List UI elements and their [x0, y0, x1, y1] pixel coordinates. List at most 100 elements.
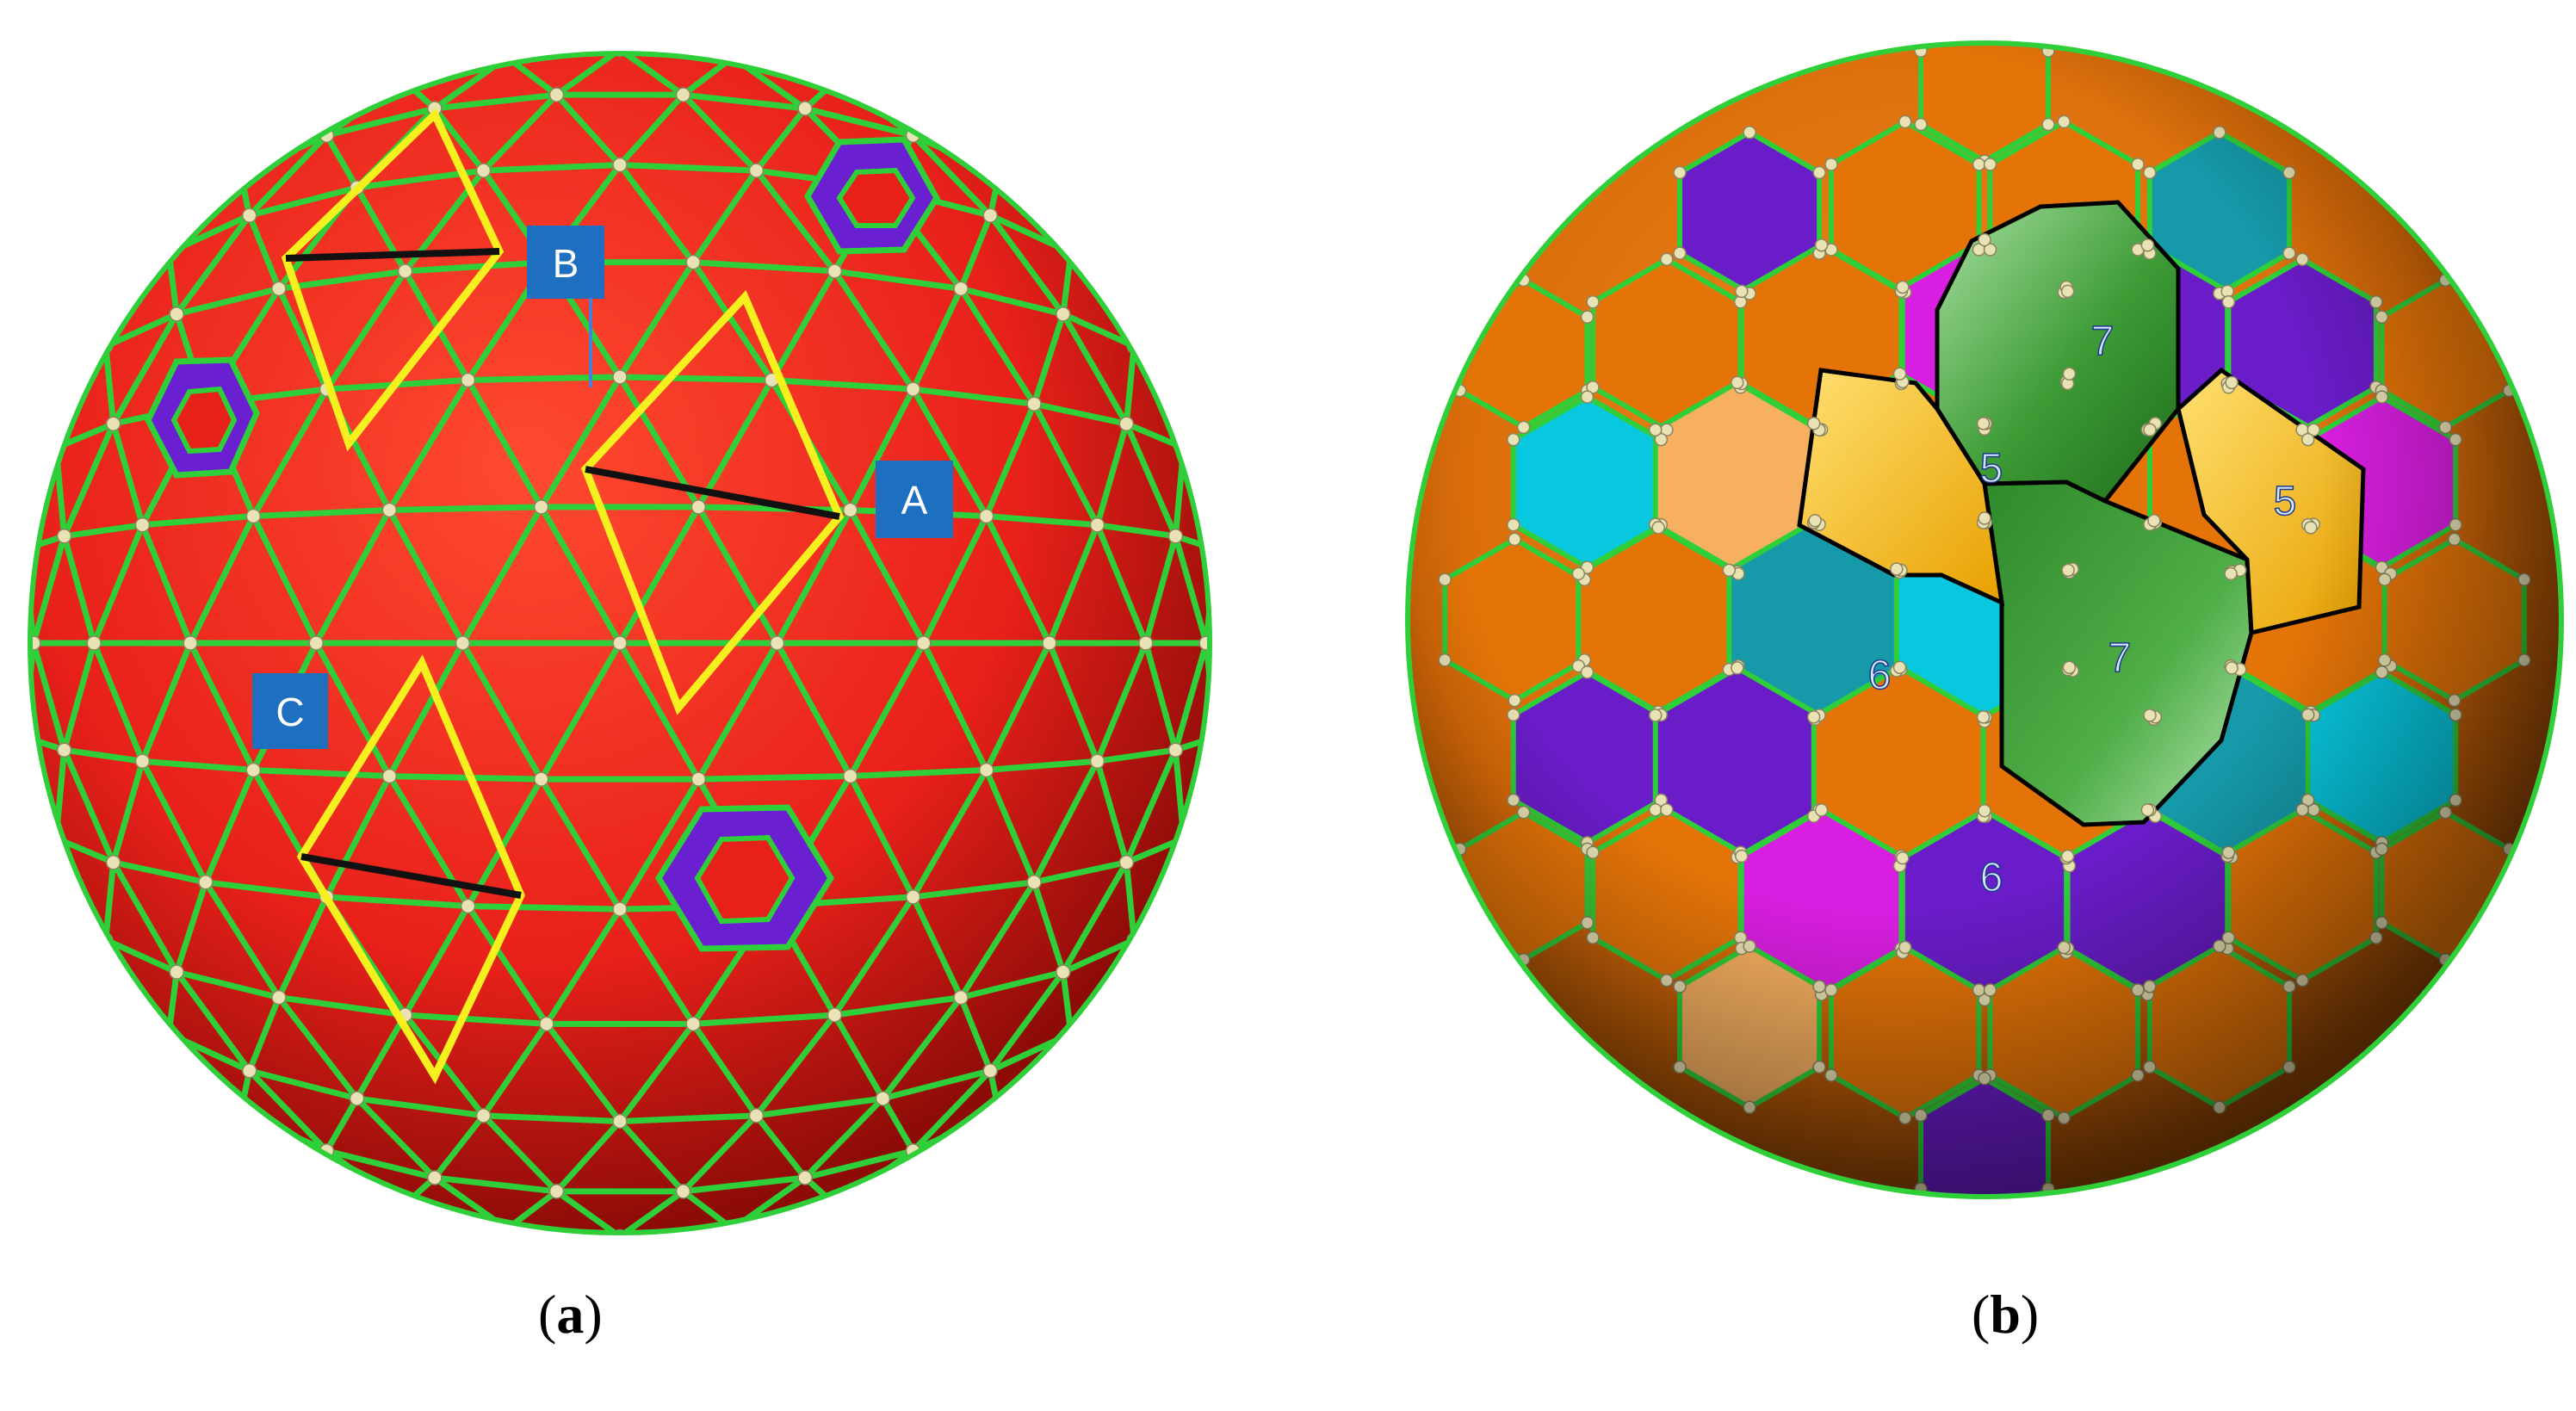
mesh-node	[953, 281, 969, 297]
mesh-node	[612, 369, 628, 385]
mesh-edge	[910, 895, 964, 999]
mesh-edge	[139, 759, 208, 884]
mesh-edge	[913, 879, 1035, 900]
mesh-edge	[402, 904, 471, 1017]
mesh-edge	[251, 387, 330, 518]
mesh-node	[797, 101, 813, 116]
mesh-edge	[460, 641, 544, 781]
mesh-edge	[432, 1113, 486, 1180]
mesh-node	[198, 875, 214, 890]
chord-c	[300, 853, 522, 899]
mesh-node	[271, 989, 287, 1006]
mesh-node	[1056, 306, 1071, 322]
mesh-edge	[325, 1148, 436, 1181]
mesh-node	[460, 372, 476, 388]
mesh-edge	[617, 777, 702, 911]
mesh-node	[381, 768, 398, 784]
rhombus-a	[580, 289, 845, 715]
mesh-edge	[142, 513, 254, 529]
mesh-edge	[619, 1112, 757, 1125]
mesh-node	[612, 901, 628, 917]
mesh-node	[455, 635, 471, 651]
mesh-edge	[880, 1097, 916, 1153]
mesh-edge	[957, 214, 994, 290]
mesh-edge	[480, 1022, 549, 1117]
mesh-edge	[1062, 937, 1136, 975]
mesh-edge	[64, 522, 143, 540]
mesh-node	[978, 762, 994, 778]
mesh-edge	[389, 504, 542, 513]
mesh-edge	[1094, 423, 1130, 526]
mesh-node	[1026, 875, 1042, 890]
mesh-edge	[483, 161, 621, 174]
mesh-edge	[276, 287, 330, 391]
mesh-edge	[538, 505, 623, 645]
mesh-edge	[389, 773, 542, 783]
mesh-edge	[247, 1068, 329, 1154]
mesh-node	[1167, 529, 1184, 544]
mesh-edge	[202, 769, 257, 884]
mesh-edge	[692, 259, 835, 275]
face-label-heptagon-bottom: 7	[2108, 635, 2132, 681]
mesh-edge	[110, 861, 180, 974]
mesh-edge	[1173, 535, 1210, 644]
mesh-node	[685, 254, 701, 270]
mesh-edge	[753, 106, 808, 173]
mesh-edge	[354, 1013, 408, 1100]
mesh-node	[916, 635, 932, 651]
mesh-node	[460, 898, 476, 914]
mesh-edge	[882, 1068, 992, 1102]
face-label-hexagon-orange: 6	[1980, 855, 2003, 900]
mesh-node	[169, 306, 184, 322]
mesh-edge	[1033, 859, 1128, 886]
mesh-edge	[174, 970, 252, 1073]
caption-a-close: )	[584, 1284, 603, 1345]
mesh-edge	[30, 642, 67, 752]
mesh-edge	[110, 313, 180, 425]
mesh-edge	[104, 311, 178, 350]
mesh-node	[271, 281, 287, 297]
mesh-node	[245, 508, 262, 524]
mesh-edge	[1124, 422, 1179, 538]
mesh-edge	[617, 53, 685, 97]
mesh-edge	[538, 777, 622, 911]
mesh-node	[982, 207, 998, 223]
mesh-node	[395, 1197, 412, 1214]
mesh-edge	[696, 505, 780, 645]
mesh-edge	[1031, 881, 1067, 974]
mesh-edge	[324, 269, 408, 392]
mesh-edge	[1046, 523, 1100, 645]
mesh-node	[548, 87, 565, 102]
mesh-edge	[957, 996, 994, 1073]
mesh-edge	[988, 214, 1066, 316]
mesh-edge	[356, 1095, 485, 1119]
mesh-node	[953, 989, 969, 1006]
mesh-edge	[1142, 642, 1179, 752]
mesh-edge	[61, 422, 116, 538]
mesh-node	[797, 1170, 813, 1185]
mesh-edge	[958, 880, 1037, 999]
mesh-edge	[139, 523, 194, 645]
mesh-node	[427, 1170, 443, 1185]
mesh-edge	[986, 758, 1098, 773]
mesh-edge	[681, 92, 759, 173]
mesh-edge	[833, 994, 962, 1018]
mesh-edge	[1046, 641, 1100, 763]
mesh-edge	[61, 642, 97, 752]
mesh-edge	[483, 1112, 621, 1125]
mesh-node	[842, 502, 858, 518]
mesh-edge	[619, 161, 757, 174]
mesh-edge	[405, 259, 548, 275]
sphere-b-outline	[1405, 40, 2564, 1199]
mesh-node	[30, 635, 41, 651]
marker-a-label: A	[901, 478, 928, 523]
mesh-edge	[110, 423, 146, 526]
mesh-edge	[1060, 313, 1130, 425]
mesh-node	[349, 1091, 365, 1106]
mesh-edge	[832, 894, 916, 1017]
mesh-edge	[696, 378, 775, 509]
face-label-pentagon-right: 5	[2274, 479, 2297, 524]
mesh-node	[56, 529, 72, 544]
mesh-node	[548, 1184, 565, 1199]
mesh-node	[612, 53, 628, 58]
